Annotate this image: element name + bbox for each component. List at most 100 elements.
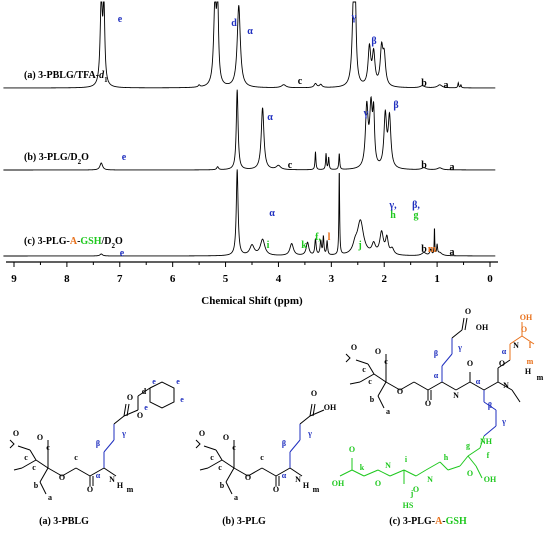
x-tick-label: 1 (434, 273, 440, 285)
atom-label: c (232, 443, 236, 452)
bond (509, 335, 523, 345)
peak-label: a (450, 162, 455, 173)
x-tick-label: 5 (223, 273, 229, 285)
bond (483, 425, 497, 437)
peak-label: l (328, 232, 331, 243)
bond (289, 467, 303, 477)
atom-label: O (425, 399, 431, 408)
atom-label: N (295, 475, 301, 484)
peak-label: γ, (388, 200, 397, 211)
atom-label: γ (307, 429, 312, 438)
peak-label: d (231, 18, 237, 29)
bond (39, 481, 47, 495)
bond (275, 467, 291, 477)
atom-label: O (59, 473, 65, 482)
atom-label: NH (480, 437, 493, 446)
bond (367, 363, 375, 375)
atom-label: b (370, 395, 375, 404)
atom-label: O (397, 387, 403, 396)
x-tick-label: 6 (170, 273, 176, 285)
peak-label: β (371, 36, 376, 47)
peak-label: β (393, 100, 398, 111)
atom-label: O (349, 445, 355, 454)
trace-label-c: (c) 3-PLG-A-GSH/D2O (24, 236, 123, 250)
atom-label: c (32, 463, 36, 472)
atom-label: OH (332, 479, 345, 488)
bond (195, 439, 201, 449)
atom-label: OH (520, 313, 533, 322)
atom-label: O (273, 485, 279, 494)
atom-label: c (74, 453, 78, 462)
caption-b: (b) 3-PLG (222, 516, 266, 527)
bond (137, 387, 151, 397)
bond (441, 353, 453, 367)
atom-label: k (360, 463, 365, 472)
bond (469, 381, 485, 391)
bond (247, 467, 263, 477)
bond (427, 381, 443, 391)
atom-label: c (46, 443, 50, 452)
atom-label: α (96, 471, 101, 480)
atom-label: O (413, 485, 419, 494)
atom-label: O (467, 359, 473, 368)
peak-label: f, (315, 232, 321, 243)
atom-label: O (467, 469, 473, 478)
atom-label: O (37, 433, 43, 442)
bond (464, 317, 468, 331)
x-tick-label: 9 (11, 273, 17, 285)
peak-label: β, (412, 200, 420, 211)
atom-label: O (499, 359, 505, 368)
atom-label: c (384, 357, 388, 366)
bond (349, 381, 361, 385)
bond (126, 403, 130, 417)
bond (203, 445, 217, 451)
peak-label: γ (351, 12, 357, 23)
spectrum-trace-b (3, 89, 496, 171)
bond (403, 469, 417, 477)
atom-label: h (444, 453, 449, 462)
bond (355, 359, 369, 365)
bond (399, 381, 415, 391)
bond (61, 467, 77, 477)
atom-label: O (137, 411, 143, 420)
atom-label: a (234, 493, 238, 502)
atom-label: i (405, 455, 408, 464)
bond (221, 459, 235, 469)
bond (467, 447, 481, 457)
bond (373, 373, 387, 383)
bond (89, 467, 105, 477)
x-tick-label: 2 (381, 273, 387, 285)
bond (455, 381, 471, 391)
atom-label: O (521, 325, 527, 334)
atom-label: c (210, 453, 214, 462)
atom-label: e (144, 403, 148, 412)
bond (113, 415, 125, 425)
bond (123, 403, 127, 417)
peak-label: c (288, 160, 293, 171)
peak-label: h (390, 210, 396, 221)
bond (21, 459, 37, 469)
atom-label: γ (121, 429, 126, 438)
bond (351, 469, 365, 477)
bond (75, 467, 91, 477)
atom-label: H (303, 481, 310, 490)
atom-label: O (351, 343, 357, 352)
spectrum-traces (3, 1, 496, 257)
atom-label: H (117, 481, 124, 490)
bond (17, 445, 31, 451)
bond (9, 439, 15, 449)
x-tick-label: 3 (329, 273, 335, 285)
bond (447, 465, 461, 471)
atom-label: N (453, 391, 459, 400)
atom-label: α (434, 371, 439, 380)
atom-label: O (223, 433, 229, 442)
atom-label: O (311, 389, 317, 398)
atom-label: c (368, 377, 372, 386)
bond (483, 401, 497, 411)
x-tick-label: 4 (276, 273, 282, 285)
atom-label: c (24, 453, 28, 462)
bond (467, 455, 477, 467)
atom-label: OH (484, 475, 497, 484)
